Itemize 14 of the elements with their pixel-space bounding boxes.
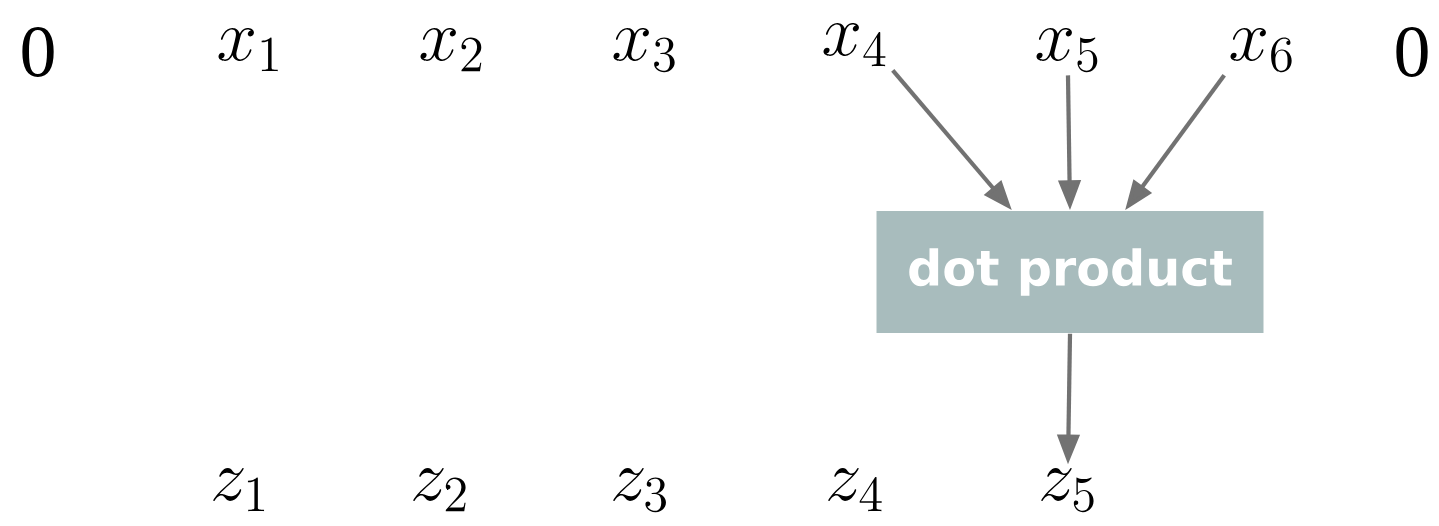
variable-label: $x_3$ <box>613 28 675 73</box>
variable-label: $x_1$ <box>218 28 278 72</box>
variable-label: $x_4$ <box>823 23 886 67</box>
variable-label: $z_5$ <box>1041 468 1094 513</box>
process-box: dot product <box>876 211 1264 333</box>
variable-label: $x_5$ <box>1036 28 1098 73</box>
variable-label: $z_1$ <box>213 468 265 512</box>
variable-label: $z_4$ <box>828 468 882 512</box>
variable-label: $x_2$ <box>420 28 482 72</box>
variable-label: $z_2$ <box>413 468 466 512</box>
variable-label: $z_3$ <box>613 468 666 513</box>
padding-label: 0 <box>22 27 54 77</box>
padding-label: 0 <box>1396 27 1428 77</box>
variable-label: $x_6$ <box>1230 28 1292 73</box>
